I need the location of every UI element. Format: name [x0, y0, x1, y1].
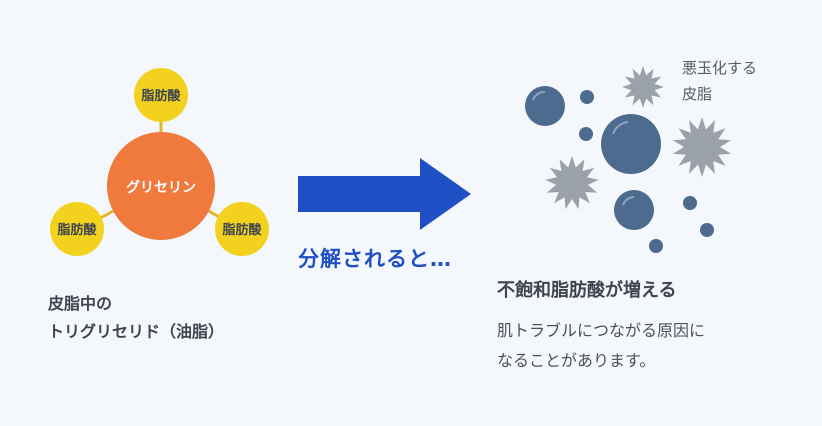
- triglyceride-molecule: グリセリン 脂肪酸 脂肪酸 脂肪酸: [50, 68, 269, 256]
- spiky-molecule-3: [545, 156, 599, 210]
- caption-line-2: トリグリセリド（油脂）: [48, 322, 225, 341]
- oxidized-note-line-2: 皮脂: [682, 85, 713, 103]
- result-description-line-1: 肌トラブルにつながる原因に: [497, 321, 706, 340]
- triglyceride-caption: 皮脂中の トリグリセリド（油脂）: [48, 290, 224, 346]
- fatty-acid-right: [215, 202, 269, 256]
- glycerin-circle: [107, 132, 215, 240]
- unsaturated-fatty-acid-cluster: [525, 86, 714, 253]
- oxidized-sebum-molecules: [545, 66, 732, 210]
- dark-dot-1: [580, 90, 594, 104]
- spiky-molecule-1: [622, 66, 664, 108]
- spiky-molecule-2: [672, 117, 732, 177]
- fatty-acid-left-label: 脂肪酸: [56, 222, 97, 238]
- result-description: 肌トラブルにつながる原因に なることがあります。: [497, 316, 705, 376]
- result-title: 不飽和脂肪酸が増える: [497, 280, 677, 301]
- highlight-3: [622, 196, 635, 206]
- dark-dot-4: [700, 223, 714, 237]
- dark-dot-2: [579, 127, 593, 141]
- highlight-1: [532, 91, 546, 101]
- result-description-line-2: なることがあります。: [497, 351, 656, 370]
- oxidized-note-line-1: 悪玉化する: [682, 59, 758, 77]
- caption-line-1: 皮脂中の: [48, 294, 113, 313]
- fatty-acid-top-label: 脂肪酸: [140, 88, 181, 104]
- oxidized-sebum-note: 悪玉化する 皮脂: [682, 55, 757, 107]
- dark-molecule-2: [601, 114, 661, 174]
- fatty-acid-left: [50, 202, 104, 256]
- fatty-acid-top: [134, 68, 188, 122]
- fatty-acid-right-label: 脂肪酸: [221, 222, 262, 238]
- dark-molecule-3: [614, 190, 654, 230]
- highlight-2: [612, 121, 629, 135]
- dark-dot-5: [649, 239, 663, 253]
- glycerin-label: グリセリン: [126, 179, 196, 196]
- dark-dot-3: [683, 196, 697, 210]
- right-arrow-icon: [298, 158, 471, 230]
- arrow-label: 分解されると…: [298, 247, 452, 271]
